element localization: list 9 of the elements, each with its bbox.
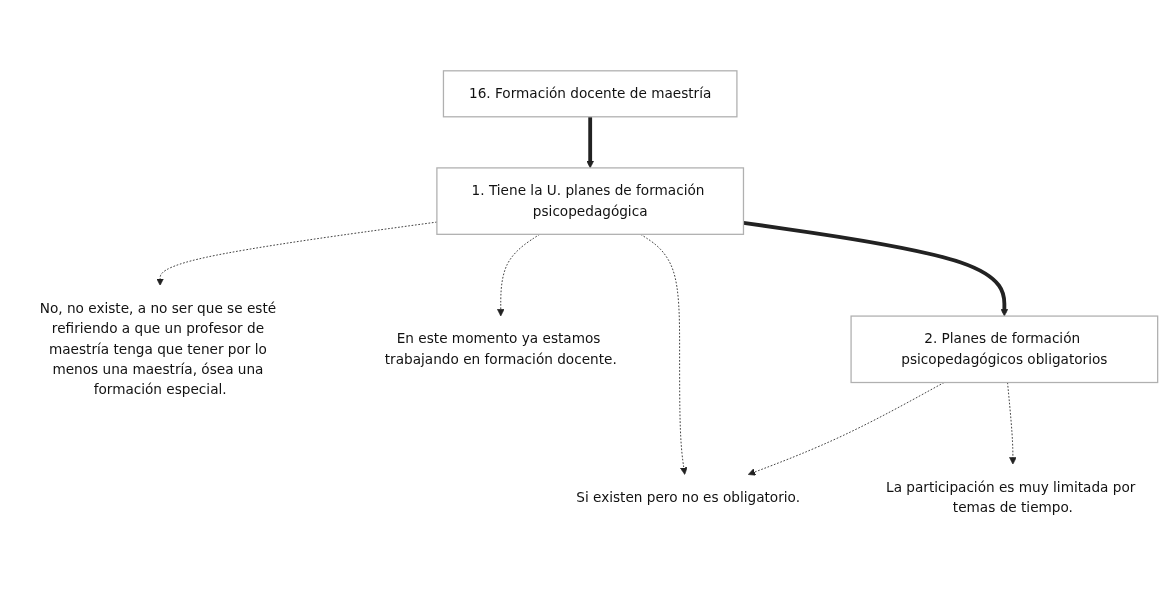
node-text: Si existen pero no es obligatorio. xyxy=(576,488,800,505)
node-text: No, no existe, a no ser que se esté refiriendo a que un profesor de maestría tenga que tener por lo menos una maestría, ósea una formación especial. xyxy=(39,299,277,398)
node-box: 2. Planes de formación psicopedagógicos obligatorios xyxy=(850,315,1159,383)
node-box: 16. Formación docente de maestría xyxy=(442,69,738,118)
node-box: 1. Tiene la U. planes de formación psicopedagógica xyxy=(436,167,745,235)
node-text: En este momento ya estamos trabajando en formación docente. xyxy=(384,330,617,367)
arrow xyxy=(743,220,1009,317)
arrow xyxy=(586,116,594,168)
node-text: La participación es muy limitada por temas de tiempo. xyxy=(886,478,1136,516)
